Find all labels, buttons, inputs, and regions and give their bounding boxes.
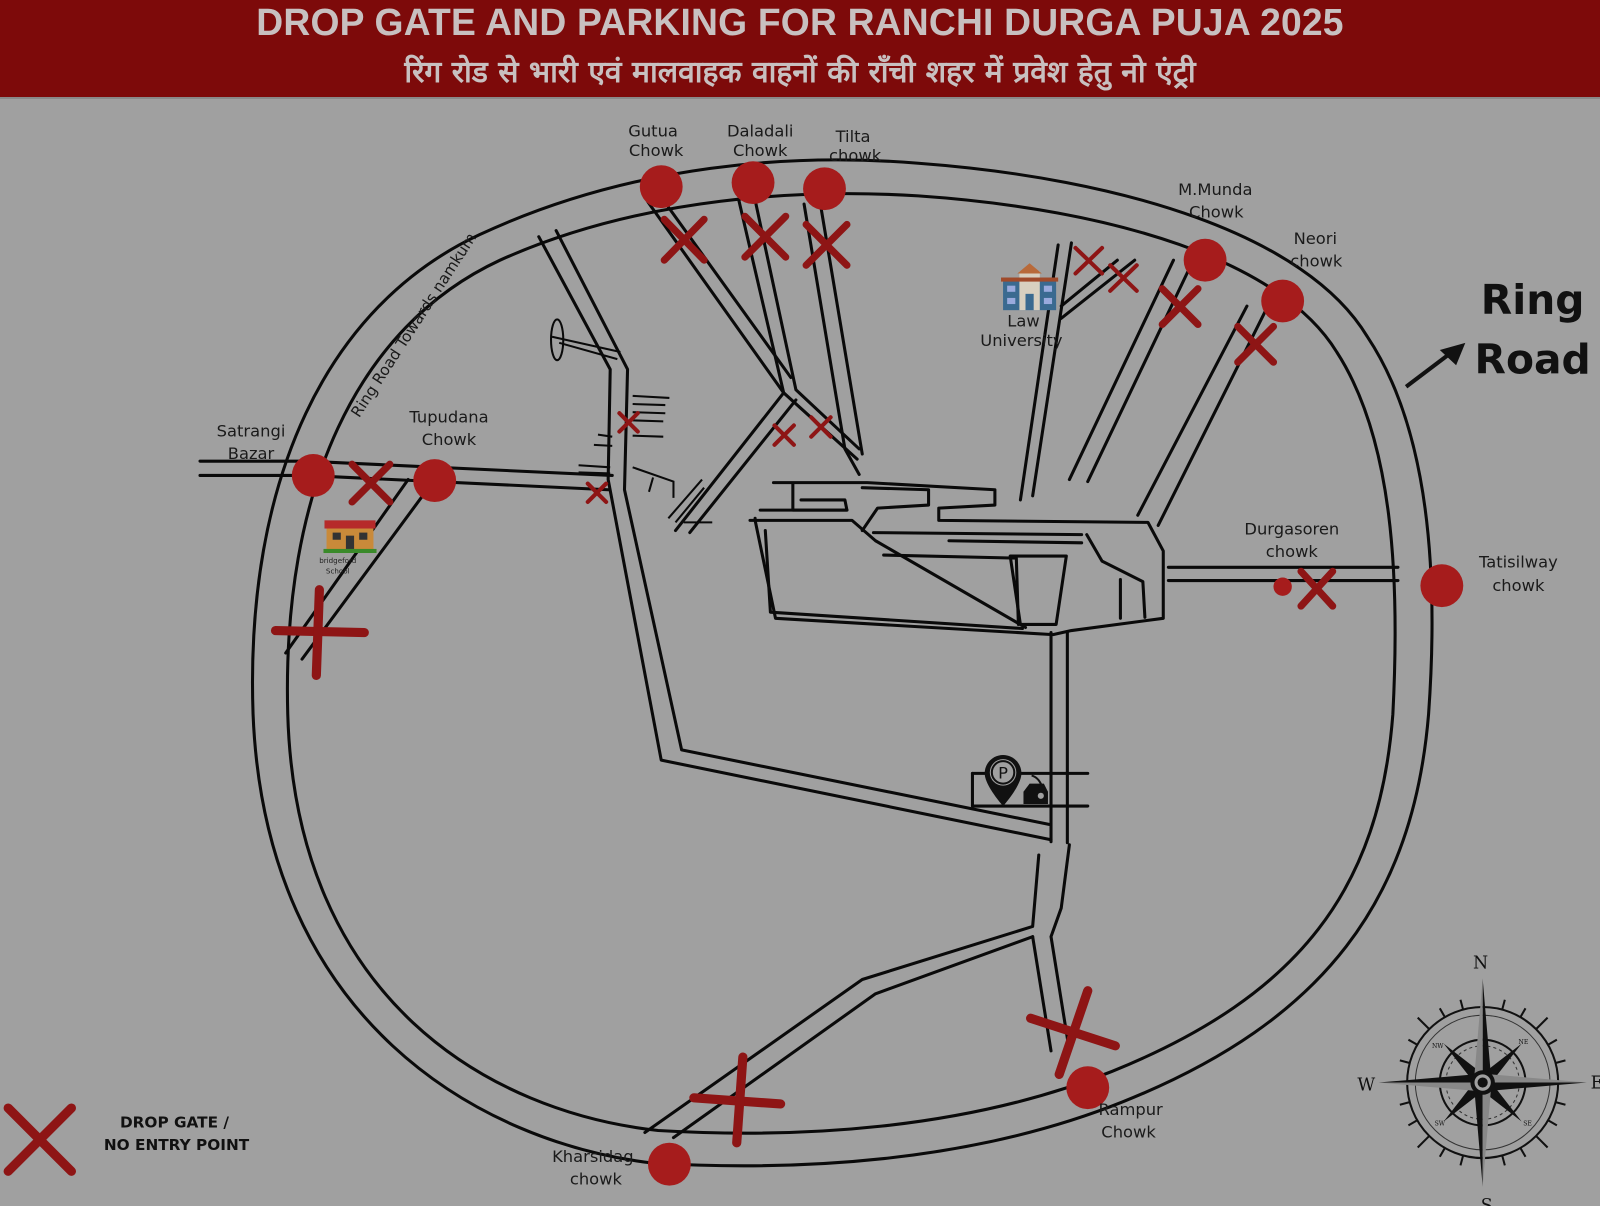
- ring-road-callout: Ring Road: [1404, 276, 1591, 389]
- drop-gate-x-icon: [3, 1103, 77, 1176]
- drop-gate-kharsidag[interactable]: [689, 1052, 786, 1148]
- drop-gate-tilta[interactable]: [802, 220, 851, 269]
- legend-label-line2: NO ENTRY POINT: [104, 1136, 250, 1154]
- drop-gate-rampur[interactable]: [1026, 986, 1120, 1079]
- arrow-head-icon: [1439, 342, 1466, 366]
- ring-road-towards-namkum-label: Ring Road Towards namkum: [347, 230, 480, 421]
- parking-location-icon: P: [984, 755, 1048, 807]
- compass-nw: NW: [1432, 1043, 1444, 1050]
- chowk-dot-kharsidag[interactable]: [647, 1142, 691, 1186]
- compass-ne: NE: [1519, 1039, 1529, 1046]
- chowk-dot-durgasoren[interactable]: [1273, 577, 1292, 596]
- legend-label-line1: DROP GATE /: [120, 1113, 229, 1131]
- drop-gate-satrangi-tupudana[interactable]: [348, 460, 394, 506]
- ring-road: [250, 158, 1434, 1168]
- drop-gate-nw-road-1[interactable]: [617, 411, 640, 434]
- drop-gate-nw-road-2[interactable]: [585, 481, 609, 505]
- page-subtitle-hindi: रिंग रोड से भारी एवं मालवाहक वाहनों की र…: [404, 55, 1196, 90]
- law-university-icon: [1001, 263, 1059, 311]
- svg-text:P: P: [998, 763, 1008, 782]
- page-title: DROP GATE AND PARKING FOR RANCHI DURGA P…: [256, 2, 1344, 44]
- chowk-dot-tupudana[interactable]: [413, 459, 457, 502]
- chowk-markers: [291, 161, 1464, 1186]
- compass-sw: SW: [1435, 1120, 1446, 1127]
- drop-gate-bridgeford[interactable]: [270, 585, 369, 681]
- school-icon: [323, 520, 377, 554]
- chowk-dot-tilta[interactable]: [803, 167, 846, 211]
- chowk-dot-tatisilway[interactable]: [1420, 564, 1464, 608]
- chowk-dot-rampur[interactable]: [1066, 1066, 1110, 1110]
- compass-n: N: [1473, 953, 1488, 973]
- chowk-dot-m-munda[interactable]: [1183, 238, 1227, 282]
- compass-s: S: [1481, 1196, 1493, 1206]
- drop-gate-center-1[interactable]: [772, 423, 796, 447]
- city-roads: [198, 198, 1400, 1140]
- compass-w: W: [1357, 1076, 1375, 1096]
- drop-gate-m-munda[interactable]: [1158, 285, 1202, 329]
- ring-road-label-line2: Road: [1475, 335, 1591, 383]
- chowk-dot-neori[interactable]: [1261, 279, 1305, 323]
- arrow-icon: [1404, 350, 1454, 389]
- chowk-dot-gutua[interactable]: [639, 165, 683, 209]
- drop-gate-center-2[interactable]: [809, 415, 833, 439]
- header-banner: DROP GATE AND PARKING FOR RANCHI DURGA P…: [0, 0, 1600, 99]
- drop-gates: [270, 212, 1337, 1148]
- drop-gate-law-univ-1[interactable]: [1073, 245, 1105, 276]
- compass-se: SE: [1523, 1120, 1532, 1127]
- drop-gate-neori[interactable]: [1234, 322, 1278, 366]
- drop-gate-daladali[interactable]: [741, 212, 790, 261]
- compass-rose: N S E W NE NW SE SW: [1357, 953, 1600, 1206]
- ring-road-label-line1: Ring: [1481, 276, 1585, 324]
- chowk-dot-daladali[interactable]: [731, 161, 775, 205]
- drop-gate-gutua[interactable]: [660, 215, 708, 264]
- chowk-dot-satrangi[interactable]: [291, 454, 335, 497]
- drop-gate-durgasoren[interactable]: [1297, 567, 1337, 610]
- legend: DROP GATE / NO ENTRY POINT: [3, 1103, 250, 1176]
- drop-gate-law-univ-2[interactable]: [1108, 263, 1139, 293]
- compass-e: E: [1591, 1074, 1600, 1094]
